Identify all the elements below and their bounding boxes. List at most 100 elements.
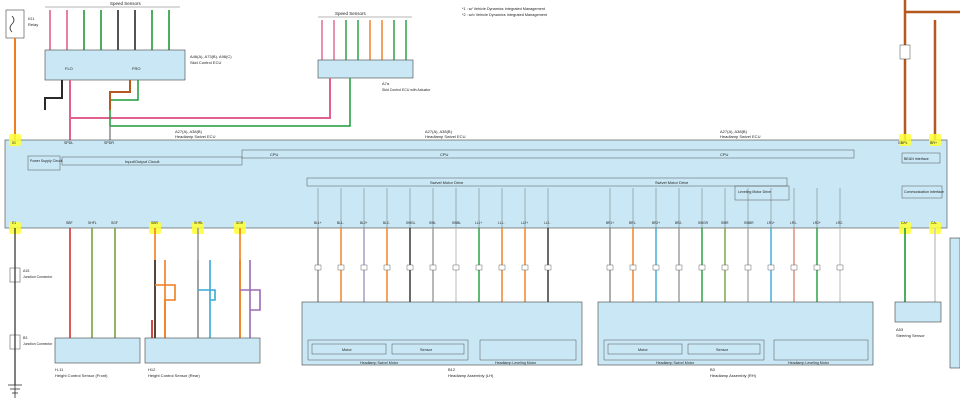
pin-highlight [929, 134, 941, 146]
headlamp-lh-leveling [479, 339, 577, 361]
headlamp-rh-motor-label: Motor [638, 348, 648, 352]
note-2: *2 : w/o Vehicle Dynamics Integrated Man… [462, 13, 548, 17]
speed-sensors-left-title: Speed Sensors [110, 1, 142, 6]
block-leveling-label: Leveling Motor Drive [738, 190, 771, 194]
pin-label-ig: IG [12, 141, 16, 145]
block-cpu [241, 149, 855, 159]
headlamp-rh-motor [607, 343, 683, 355]
headlamp-lh-sensor [391, 343, 465, 355]
height-sensor-rear [144, 337, 261, 364]
pin-label: BR2- [675, 221, 682, 225]
pin-label: SWL [429, 221, 436, 225]
connector-pin [652, 264, 660, 271]
pin-label: SHFL [88, 221, 97, 225]
block-io-circuit [61, 156, 243, 166]
pin-label: SBR [151, 221, 159, 225]
connector-pin [360, 264, 368, 271]
pin-label-spdr: SPDR [104, 141, 114, 145]
pin-highlight [899, 134, 911, 146]
pin-label: LL2- [544, 221, 550, 225]
block-cpu-2: CPU [440, 152, 449, 157]
block-io-label: Input/Output Circuit [125, 159, 160, 164]
connector-pin [629, 264, 637, 271]
block-comm-interface [901, 185, 943, 199]
headlamp-lh-swivel [307, 339, 469, 361]
height-sensor-rear-desc: Height Control Sensor (Rear) [148, 373, 200, 378]
main-ecu-name: A27(A), A38(B) [175, 129, 203, 134]
main-ecu-name-3: A27(A), A38(B) [720, 129, 748, 134]
headlamp-rh-sub2: Headlamp Leveling Motor [788, 361, 830, 365]
headlamp-lh-motor-label: Motor [342, 348, 352, 352]
connector-pin [606, 264, 614, 271]
skid-ecu-left-pin-flo: FLO [65, 66, 73, 71]
connector-pin [521, 264, 529, 271]
pin-label: LR2- [836, 221, 843, 225]
connector-pin [383, 264, 391, 271]
sensor-wire [198, 289, 216, 301]
headlamp-assembly-rh [597, 301, 874, 366]
pin-label-br: BR+ [930, 141, 937, 145]
headlamp-lh-name: B12 [448, 367, 456, 372]
spd-wire-brown [109, 80, 131, 110]
block-cpu-3: CPU [720, 152, 729, 157]
steering-sensor [894, 301, 942, 323]
block-bean-label: BEAN Interface [904, 157, 929, 161]
main-ecu-name-2: A27(A), A38(B) [425, 129, 453, 134]
connector-pin [429, 264, 437, 271]
comm-pin: CA+ [901, 221, 908, 225]
pin-label: SGR [236, 221, 244, 225]
headlamp-lh-motor [311, 343, 387, 355]
sensor-wire [240, 289, 261, 311]
connector-pin [314, 264, 322, 271]
skid-ecu-right-desc: Skid Control ECU with Actuator [382, 88, 431, 92]
pin-label: SWGR [698, 221, 709, 225]
pin-label: BR1- [629, 221, 636, 225]
connector-pin [544, 264, 552, 271]
headlamp-rh-sensor-label: Sensor [716, 348, 729, 352]
pin-label: SBF [66, 221, 73, 225]
note-1: *1 : w/ Vehicle Dynamics Integrated Mana… [462, 7, 546, 11]
comm-pin: CA- [931, 221, 937, 225]
main-ecu-desc: Headlamp Swivel ECU [175, 134, 216, 139]
relay-symbol [9, 15, 15, 33]
junction-b-name: B3 [23, 336, 27, 340]
headlamp-lh-sensor-label: Sensor [420, 348, 433, 352]
right-fuse [899, 44, 911, 60]
sensor-wire [155, 284, 176, 338]
pin-label: SWBR [744, 221, 754, 225]
headlamp-lh-desc: Headlamp Assembly (LH) [448, 373, 494, 378]
connector-pin [337, 264, 345, 271]
block-comm-label: Communication Interface [904, 190, 944, 194]
steering-sensor-desc: Steering Sensor [896, 333, 925, 338]
skid-ecu-left [44, 49, 186, 81]
connector-pin [698, 264, 706, 271]
relay-name: IG1 [28, 16, 35, 21]
pin-label-gbpl: GBPL [898, 141, 908, 145]
headlamp-rh-swivel [603, 339, 765, 361]
pin-label: LL1+ [475, 221, 482, 225]
speed-sensor-right-wires: FL-FL+FR-FR+RL-RL+RR-RR+ [319, 20, 410, 69]
skid-ecu-left-desc: Skid Control ECU [190, 60, 221, 65]
block-bean-interface [901, 152, 941, 164]
pin-label: LL1- [498, 221, 504, 225]
steering-sensor-name: A53 [896, 327, 904, 332]
junction-b-desc: Junction Connector [23, 342, 53, 346]
connector-pin [744, 264, 752, 271]
spdl-wire-pink [69, 78, 331, 119]
relay-desc: Relay [28, 22, 38, 27]
headlamp-swivel-ecu [4, 139, 948, 229]
connector-pin [475, 264, 483, 271]
height-sensor-front-desc: Height Control Sensor (Front) [55, 373, 108, 378]
block-cpu-1: CPU [270, 152, 279, 157]
headlamp-rh-sensor [687, 343, 761, 355]
speed-sensors-right-title: Speed Sensors [335, 11, 367, 16]
block-swivel-label-2: Swivel Motor Drive [655, 180, 689, 185]
pin-label: SGF [111, 221, 118, 225]
headlamp-rh-leveling [773, 339, 869, 361]
connector-pin [721, 264, 729, 271]
block-leveling-motor-drive [734, 185, 790, 201]
pin-label-spdl: SPDL [64, 141, 73, 145]
pin-label: SWGL [406, 221, 416, 225]
connector-pin [498, 264, 506, 271]
